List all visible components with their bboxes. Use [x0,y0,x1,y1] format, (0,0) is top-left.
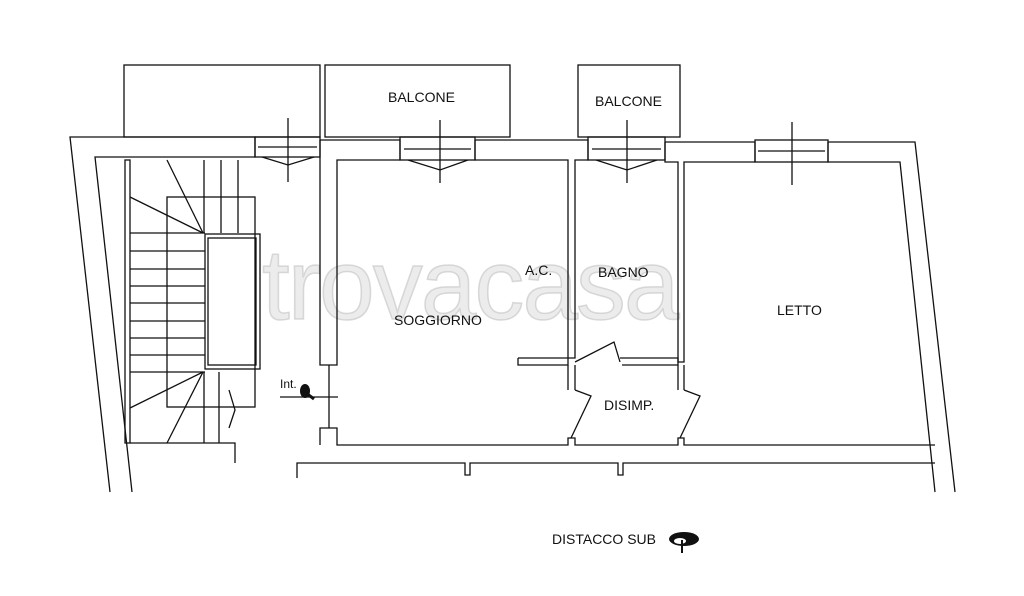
windows [254,118,829,185]
watermark: trovacasa [261,228,680,342]
blot-symbol [669,532,699,553]
room-label-bagno: BAGNO [598,264,649,280]
room-label-soggiorno: SOGGIORNO [394,312,482,328]
room-label-balcone: BALCONE [595,93,662,109]
outer-walls [69,136,956,493]
intercom-label: Int. [280,377,297,391]
balcony-left [123,64,321,138]
room-label-disimp: DISIMP. [604,397,655,413]
room-label-ac: A.C. [525,262,553,278]
room-label-letto: LETTO [777,302,822,318]
doors [570,341,701,439]
intercom-symbol [280,384,338,401]
room-label-balcone: BALCONE [388,89,455,105]
distacco-label: DISTACCO SUB [552,531,656,547]
staircase [124,159,261,463]
